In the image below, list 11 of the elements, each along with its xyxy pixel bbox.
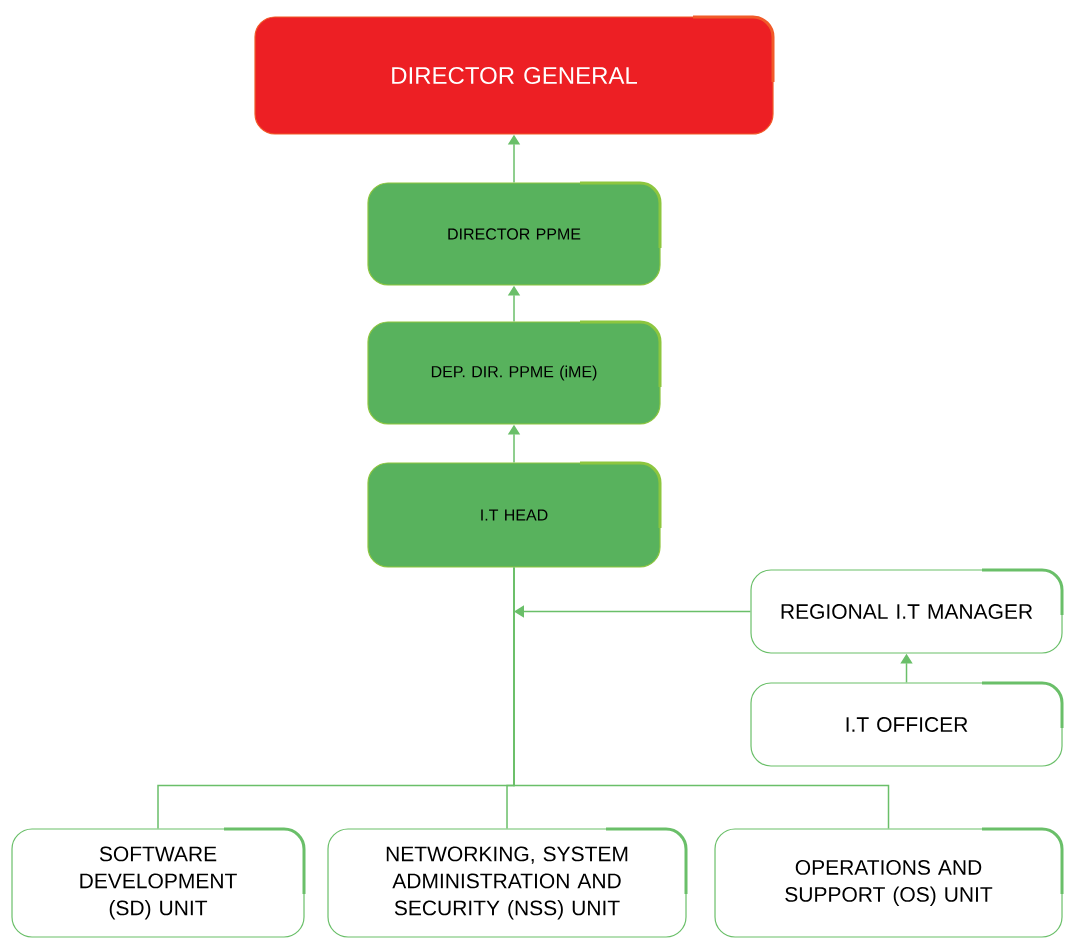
org-box: SOFTWARE DEVELOPMENT (SD) UNIT	[11, 827, 306, 938]
org-box: OPERATIONS AND SUPPORT (OS) UNIT	[714, 827, 1064, 938]
connector-line	[513, 566, 890, 830]
org-box: NETWORKING, SYSTEM ADMINISTRATION AND SECURITY (NSS) UNIT	[327, 827, 688, 938]
org-box: REGIONAL I.T MANAGER	[750, 568, 1064, 654]
org-box: DEP. DIR. PPME (iME)	[367, 320, 662, 425]
org-box: I.T HEAD	[367, 461, 662, 568]
connector-line	[514, 605, 752, 618]
org-box: DIRECTOR PPME	[367, 181, 662, 286]
org-box: I.T OFFICER	[750, 681, 1064, 767]
org-box: DIRECTOR GENERAL	[254, 15, 775, 135]
